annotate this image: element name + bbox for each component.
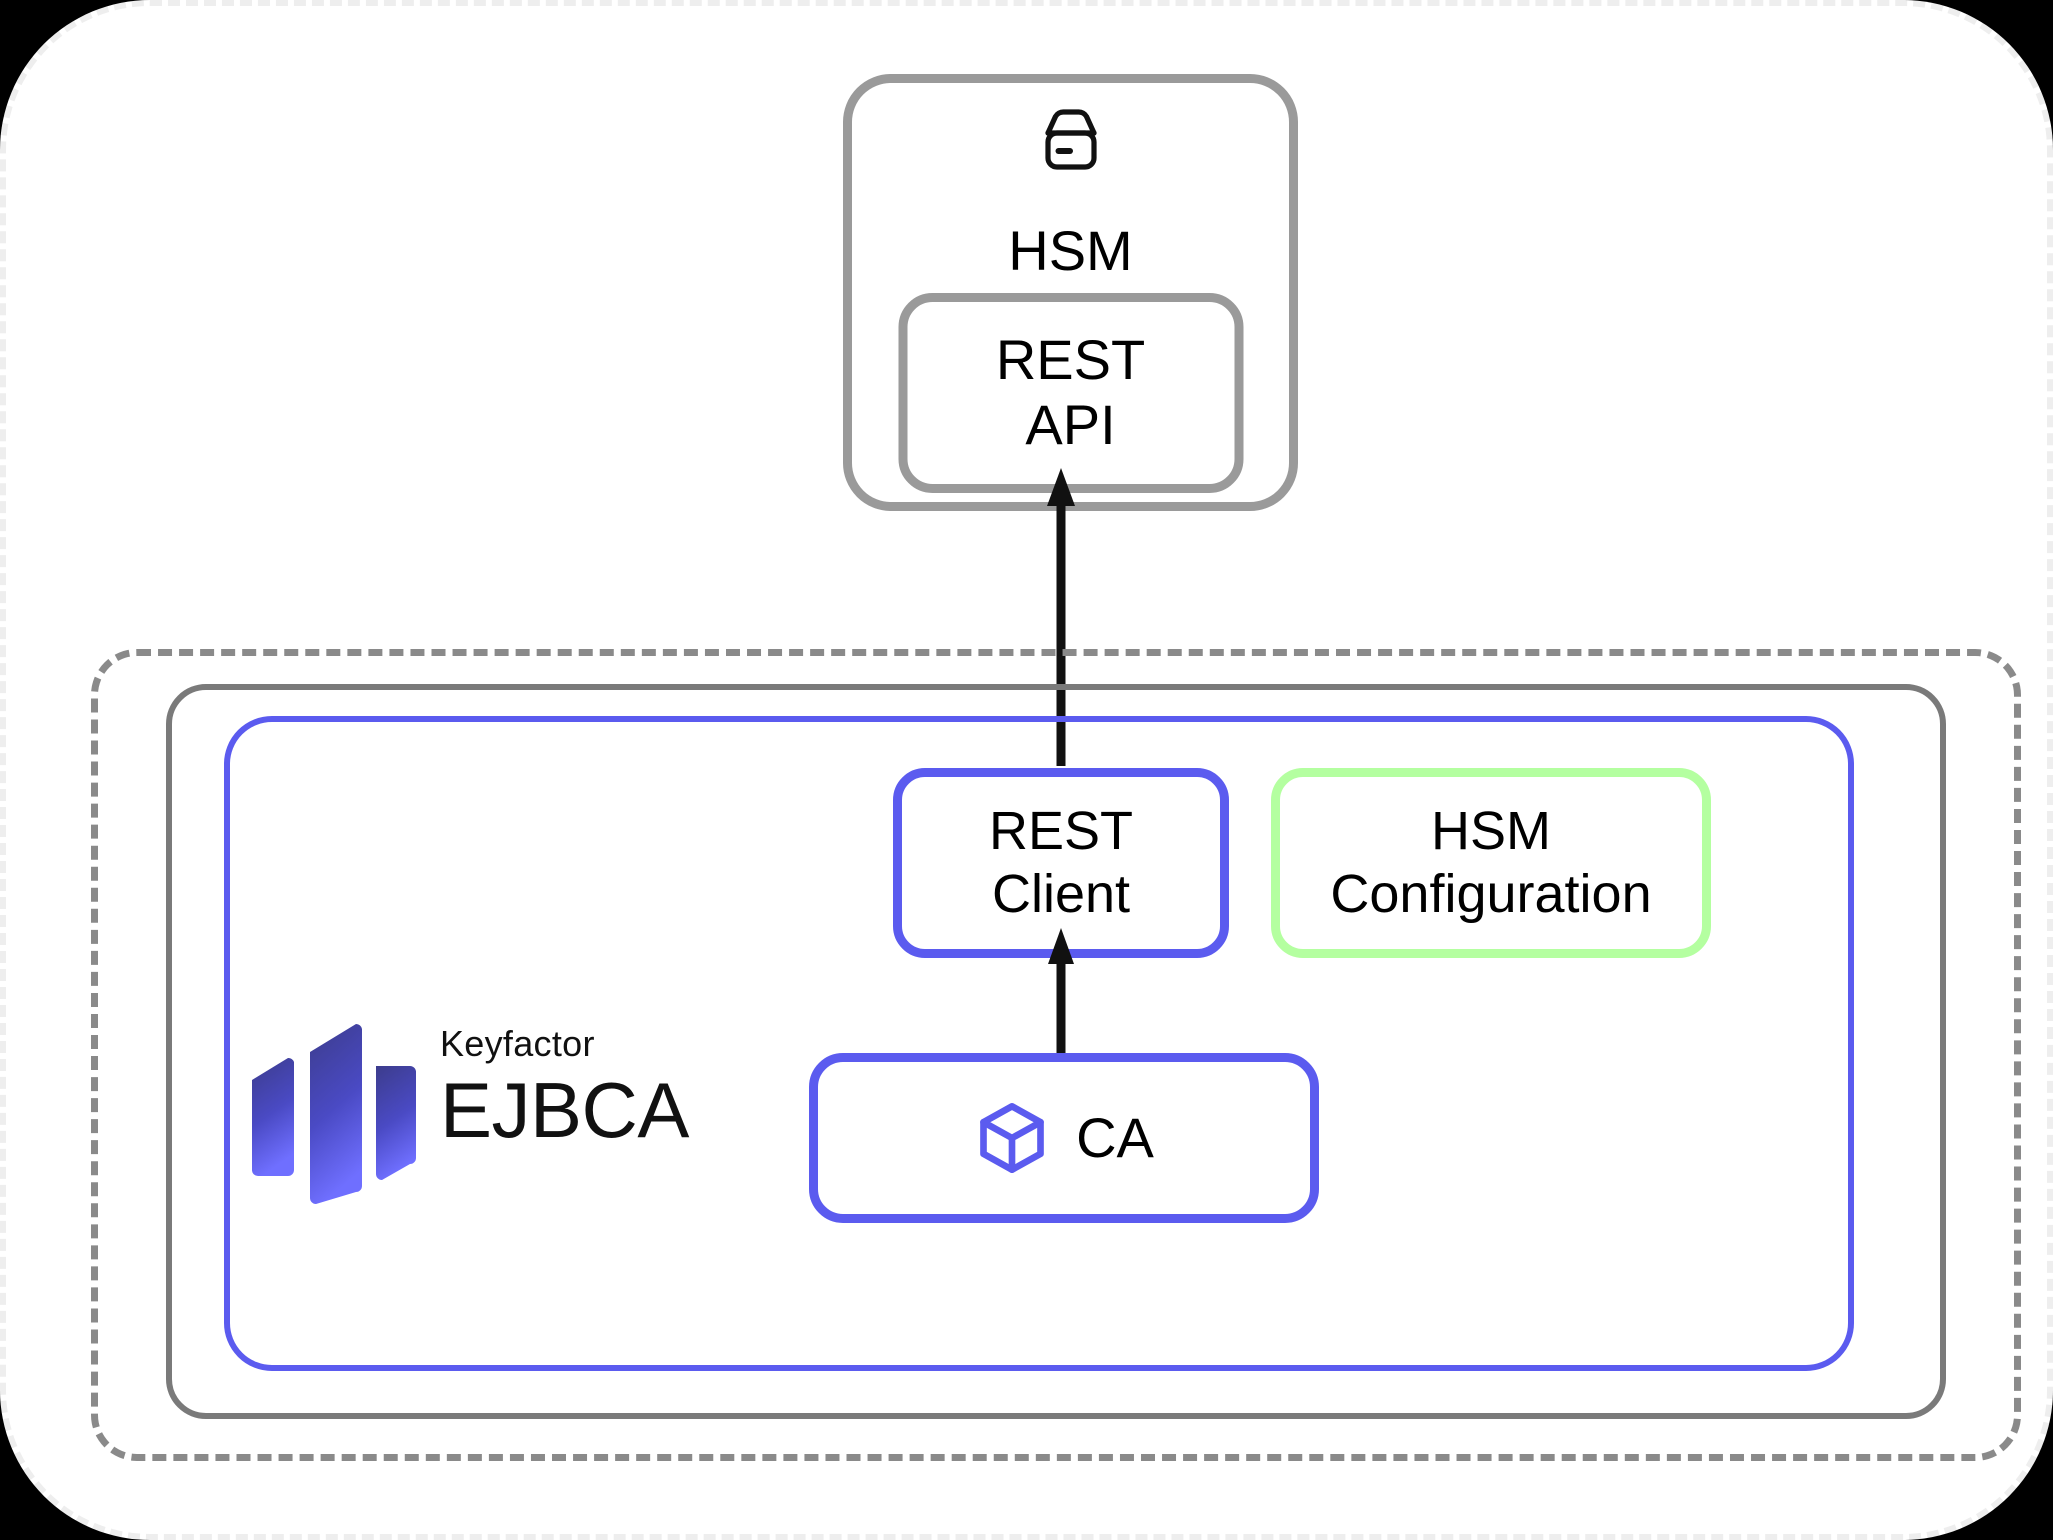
rest-api-label-line-1: REST [995, 328, 1146, 392]
cube-icon [980, 1103, 1044, 1173]
ejbca-logo-mark-icon [252, 1023, 416, 1204]
rest-client-label-line-2: Client [991, 864, 1131, 924]
ejbca-logo: Keyfactor EJBCA [244, 1008, 719, 1208]
deployment-boundary-dashed [91, 649, 2021, 1461]
hsm-configuration-node[interactable]: HSM Configuration [1271, 768, 1711, 958]
ca-label: CA [1076, 1106, 1154, 1169]
rest-client-label-line-1: REST [988, 801, 1134, 862]
ejbca-product-label: EJBCA [440, 1066, 689, 1154]
hsm-node[interactable]: HSM REST API [843, 74, 1298, 511]
rest-client-node[interactable]: REST Client [893, 768, 1229, 958]
rest-api-label-line-2: API [1025, 393, 1116, 456]
ca-node[interactable]: CA [809, 1053, 1319, 1223]
keyfactor-brand-label: Keyfactor [440, 1023, 595, 1064]
hsm-configuration-label-line-2: Configuration [1330, 864, 1652, 924]
arrow-rest-client-to-rest-api [1047, 468, 1075, 766]
hsm-label: HSM [1008, 219, 1133, 282]
ejbca-wordmark: Keyfactor EJBCA [440, 1026, 720, 1152]
hsm-configuration-label-line-1: HSM [1431, 801, 1551, 862]
arrow-ca-to-rest-client [1048, 928, 1074, 1066]
hard-drive-icon [1044, 109, 1097, 170]
host-boundary [166, 684, 1946, 1419]
rest-api-node[interactable]: REST API [898, 293, 1243, 493]
ejbca-boundary [224, 716, 1854, 1371]
